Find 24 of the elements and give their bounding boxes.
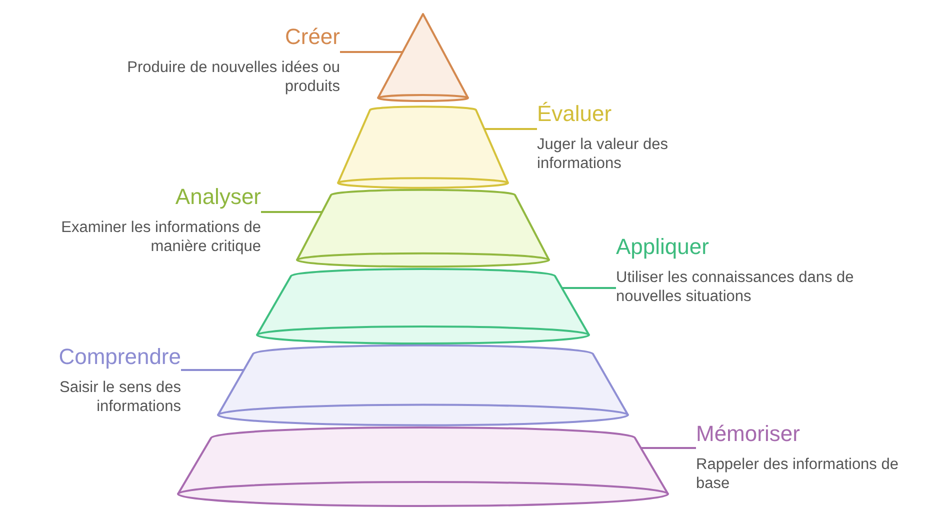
level-description: Utiliser les connaissances dans de nouvelles situations xyxy=(616,268,854,306)
level-description: Rappeler des informations de base xyxy=(696,455,900,493)
level-heading: Appliquer xyxy=(616,234,709,260)
level-heading: Évaluer xyxy=(537,101,612,127)
level-description: Saisir le sens des informations xyxy=(58,378,181,416)
level-heading: Analyser xyxy=(175,184,261,210)
pyramid-layer xyxy=(177,426,669,507)
leader-line xyxy=(640,447,696,449)
cone-layer xyxy=(377,13,469,102)
level-heading: Mémoriser xyxy=(696,421,800,447)
leader-line xyxy=(261,211,322,213)
leader-line xyxy=(340,51,403,53)
pyramid-layer xyxy=(217,344,629,426)
pyramid-layer xyxy=(337,106,509,189)
leader-line xyxy=(181,369,244,371)
level-description: Produire de nouvelles idées ou produits xyxy=(126,58,340,96)
pyramid-layer xyxy=(296,188,550,268)
level-description: Examiner les informations de manière critique xyxy=(60,218,261,256)
level-heading: Créer xyxy=(284,24,340,50)
level-heading: Comprendre xyxy=(58,344,181,370)
leader-line xyxy=(562,287,616,289)
level-description: Juger la valeur des informations xyxy=(537,135,669,173)
pyramid-layer xyxy=(256,268,590,344)
leader-line xyxy=(484,128,537,130)
